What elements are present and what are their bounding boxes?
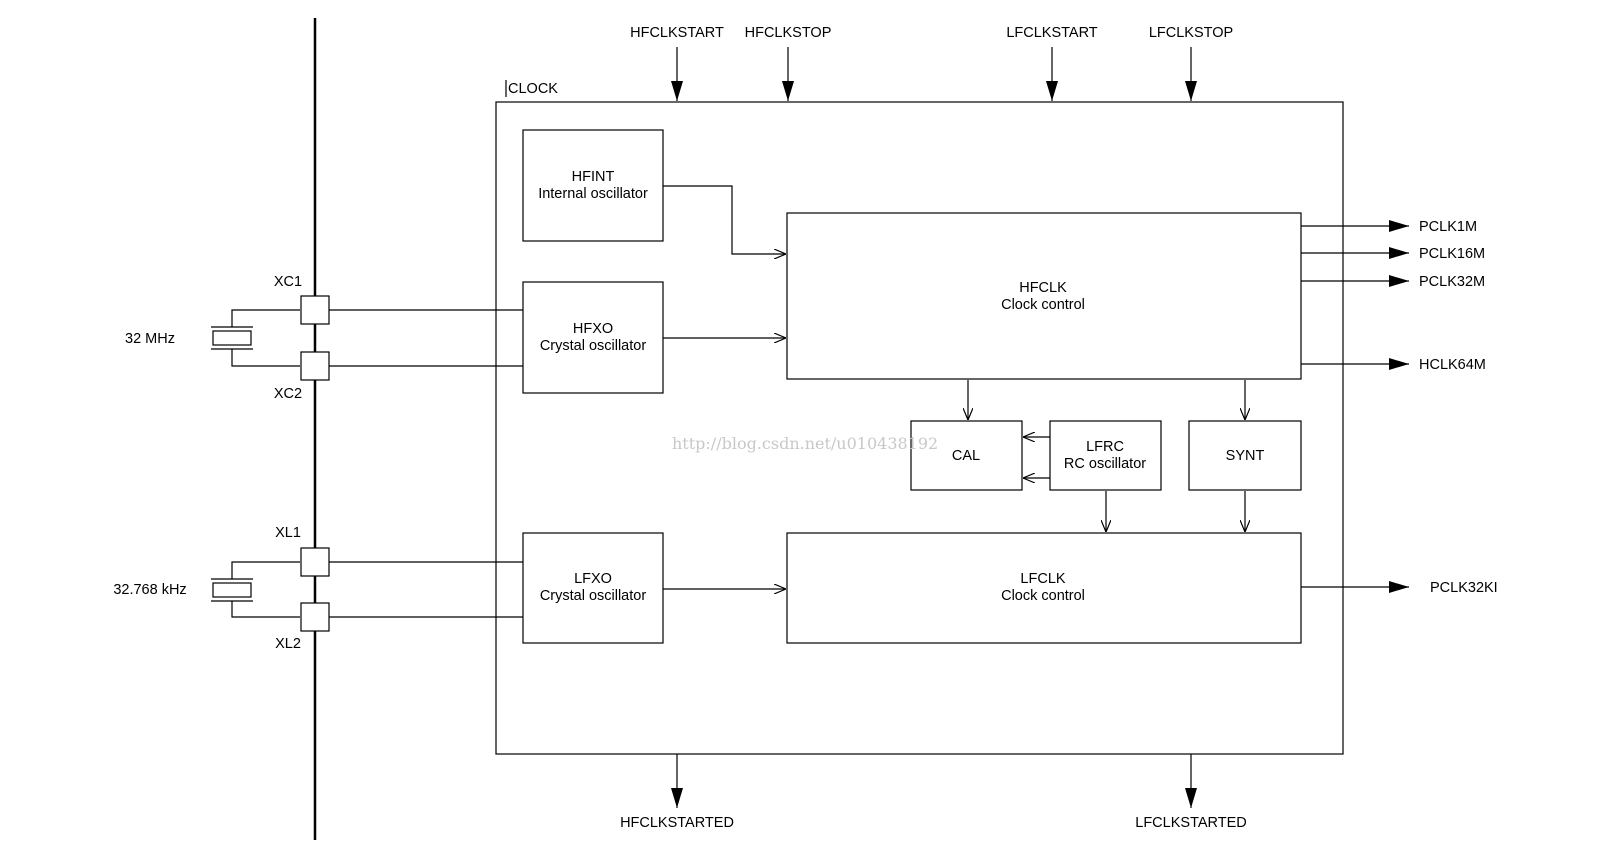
xc1-label: XC1 [274, 274, 302, 290]
hfclk-title: HFCLK [1019, 280, 1067, 296]
hf-crystal-top-lead [231, 309, 300, 327]
cal-title: CAL [952, 448, 980, 464]
hfxo-subtitle: Crystal oscillator [540, 338, 647, 354]
xl1-pin [300, 547, 330, 577]
pclk32m-label: PCLK32M [1419, 274, 1485, 290]
xl2-label: XL2 [275, 636, 301, 652]
lfclk-title: LFCLK [1020, 571, 1065, 587]
lfclkstarted-label: LFCLKSTARTED [1135, 815, 1246, 831]
lfrc-title: LFRC [1086, 439, 1124, 455]
xc2-pin [300, 351, 330, 381]
lfclkstart-label: LFCLKSTART [1006, 25, 1097, 41]
hfclkstarted-label: HFCLKSTARTED [620, 815, 734, 831]
hfint-title: HFINT [572, 169, 615, 185]
lf-crystal-icon [212, 582, 252, 598]
hf-crystal-bottom-lead [231, 349, 300, 367]
lfrc-subtitle: RC oscillator [1064, 456, 1146, 472]
hfint-subtitle: Internal oscillator [538, 186, 648, 202]
pclk16m-label: PCLK16M [1419, 246, 1485, 262]
lfclk-subtitle: Clock control [1001, 588, 1085, 604]
pclk1m-label: PCLK1M [1419, 219, 1477, 235]
lfclkstop-label: LFCLKSTOP [1149, 25, 1233, 41]
hf-crystal-freq: 32 MHz [125, 331, 175, 347]
hfint-block [522, 129, 664, 242]
hfclk-block [786, 212, 1302, 380]
xl1-label: XL1 [275, 525, 301, 541]
lfxo-block [522, 532, 664, 644]
hfclkstart-label: HFCLKSTART [630, 25, 724, 41]
xc2-label: XC2 [274, 386, 302, 402]
clock-block-label: CLOCK [508, 81, 558, 97]
hfint-to-hfclk-line [663, 185, 786, 254]
hclk64m-label: HCLK64M [1419, 357, 1486, 373]
lf-crystal-freq: 32.768 kHz [113, 582, 186, 598]
hfclkstop-label: HFCLKSTOP [745, 25, 832, 41]
lf-crystal-top-lead [231, 561, 300, 579]
synt-block [1188, 420, 1302, 491]
lfclk-block [786, 532, 1302, 644]
lfrc-block [1049, 420, 1162, 491]
watermark: http://blog.csdn.net/u010438192 [672, 434, 938, 453]
hfxo-title: HFXO [573, 321, 613, 337]
xc1-pin [300, 295, 330, 325]
lfxo-title: LFXO [574, 571, 612, 587]
cal-block [910, 420, 1023, 491]
hf-crystal-icon [212, 330, 252, 346]
synt-title: SYNT [1226, 448, 1265, 464]
hfxo-block [522, 281, 664, 394]
lfxo-subtitle: Crystal oscillator [540, 588, 647, 604]
pclk32ki-label: PCLK32KI [1430, 580, 1498, 596]
xl2-pin [300, 602, 330, 632]
hfclk-subtitle: Clock control [1001, 297, 1085, 313]
lf-crystal-bottom-lead [231, 601, 300, 618]
